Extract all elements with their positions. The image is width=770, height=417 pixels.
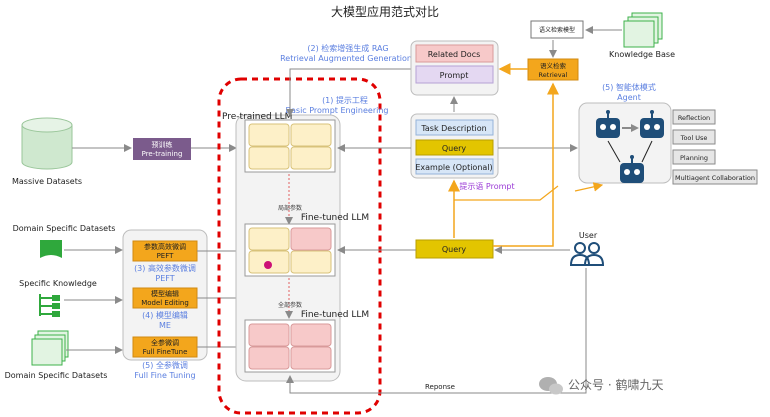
agent-caption-cn: (5) 智能体模式	[602, 82, 656, 92]
edit-point	[264, 261, 272, 269]
llm1-cell	[248, 123, 290, 147]
multiagent-box	[672, 169, 758, 185]
peft-caption-cn: (3) 高效参数微调	[134, 263, 196, 273]
example-box	[415, 158, 494, 175]
planning-box	[672, 149, 716, 165]
task-description-label: Task Description	[420, 124, 486, 133]
retrieval-cn: 语义检索	[540, 61, 567, 70]
planning-label: Planning	[680, 154, 708, 162]
llm3-cell	[290, 346, 332, 370]
response-label: Reponse	[425, 383, 455, 391]
related-docs-box	[415, 44, 494, 63]
fft-caption-en: Full Fine Tuning	[134, 371, 195, 380]
document-icon	[40, 240, 62, 258]
llm2-cell	[290, 250, 332, 274]
robot-icon	[640, 110, 664, 138]
llm1-cell	[290, 123, 332, 147]
domain-datasets-label-2: Domain Specific Datasets	[5, 371, 108, 380]
prompt-engineering-caption-en: Basic Prompt Engineering	[286, 106, 389, 115]
semantic-model-box	[530, 20, 584, 39]
agent-caption-en: Agent	[617, 93, 641, 102]
peft-cn: 参数高效微调	[144, 242, 186, 251]
query-box	[415, 139, 494, 156]
knowledge-base-label: Knowledge Base	[609, 50, 675, 59]
finetune-region-outline	[217, 77, 382, 415]
prompt-engineering-caption-cn: (1) 提示工程	[322, 95, 368, 105]
reflection-label: Reflection	[678, 114, 710, 122]
domain-datasets-label-1: Domain Specific Datasets	[13, 224, 116, 233]
specific-knowledge-label: Specific Knowledge	[19, 279, 97, 288]
tooluse-label: Tool Use	[680, 134, 708, 142]
knowledge-tree-icon	[39, 294, 60, 317]
finetuned-llm-label-1: Fine-tuned LLM	[301, 213, 369, 223]
me-en: Model Editing	[141, 299, 189, 307]
diagram-title: 大模型应用范式对比	[331, 4, 439, 19]
query-box-2	[415, 239, 494, 259]
me-caption-en: ME	[159, 321, 171, 330]
robot-icon	[620, 155, 644, 183]
llm1-cell	[290, 146, 332, 170]
multiagent-label: Multiagent Collaboration	[675, 174, 755, 182]
database-icon	[21, 117, 73, 170]
tooluse-box	[672, 129, 716, 145]
full-params-label: 全部参数	[278, 301, 302, 309]
related-docs-label: Related Docs	[428, 50, 481, 59]
watermark-text: 公众号 · 鹤啸九天	[568, 377, 663, 392]
retrieval-en: Retrieval	[539, 71, 568, 79]
query-label: Query	[442, 144, 467, 153]
fft-en: Full FineTune	[143, 348, 188, 356]
llm1-cell	[248, 146, 290, 170]
pretrained-llm-label: Pre-trained LLM	[222, 112, 292, 122]
knowledge-base-icon	[623, 12, 663, 48]
pretraining-cn: 预训练	[152, 140, 173, 149]
prompt-box	[415, 65, 494, 84]
user-label: User	[579, 231, 598, 240]
pretraining-en: Pre-training	[142, 150, 183, 158]
llm3-cell	[248, 346, 290, 370]
llm3-cell	[248, 323, 290, 347]
prompt-caption: 提示语 Prompt	[459, 181, 514, 191]
example-label: Example (Optional)	[415, 163, 492, 172]
llm3-cell	[290, 323, 332, 347]
partial-params-label: 局部参数	[278, 204, 302, 212]
query-label-2: Query	[442, 245, 467, 254]
task-description-box	[415, 119, 494, 136]
me-caption-cn: (4) 模型编辑	[142, 310, 188, 320]
document-stack-icon	[31, 330, 69, 366]
user-icon	[569, 242, 605, 266]
llm2-cell	[248, 227, 290, 251]
prompt-label: Prompt	[440, 71, 469, 80]
pretraining-box	[133, 138, 191, 160]
fft-cn: 全参微调	[151, 338, 179, 347]
peft-caption-en: PEFT	[155, 274, 174, 283]
rag-caption-cn: (2) 检索增强生成 RAG	[307, 43, 388, 53]
llm2-cell	[290, 227, 332, 251]
rag-caption-en: Retrieval Augmented Generation	[280, 54, 412, 63]
peft-en: PEFT	[157, 252, 175, 260]
semantic-model-label: 语义检索模型	[539, 26, 575, 34]
me-cn: 模型编辑	[151, 289, 179, 298]
robot-icon	[596, 110, 620, 138]
reflection-box	[672, 109, 716, 125]
wechat-icon	[539, 377, 563, 395]
finetuned-llm-label-2: Fine-tuned LLM	[301, 310, 369, 320]
massive-datasets-label: Massive Datasets	[12, 177, 82, 186]
fft-caption-cn: (5) 全参微调	[142, 360, 188, 370]
